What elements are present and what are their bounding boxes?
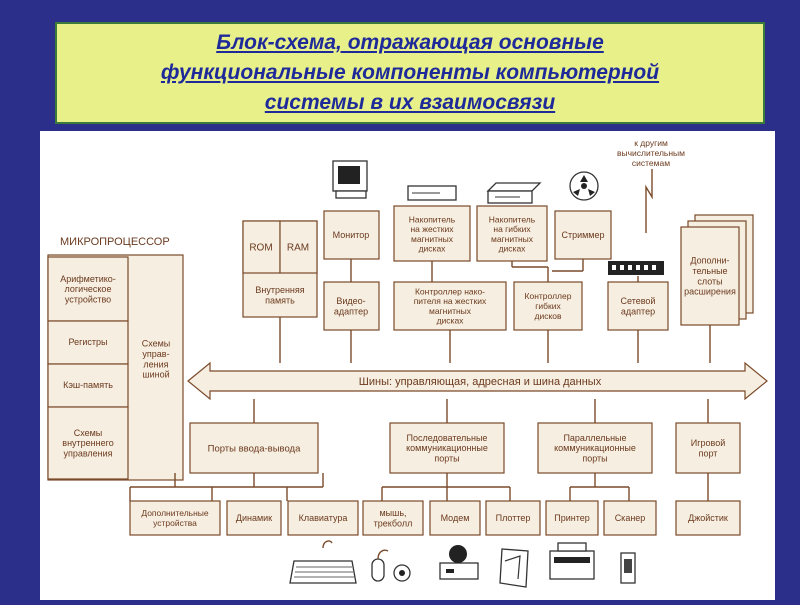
modem-label: Модем — [441, 513, 470, 523]
top-connectors — [279, 259, 711, 363]
rom-label: ROM — [249, 243, 272, 254]
speaker-box — [226, 500, 282, 536]
network-hub-icon — [608, 261, 664, 275]
fdd-icon — [486, 182, 542, 204]
io-ports-box — [189, 422, 319, 474]
bus-label: Шины: управляющая, адресная и шина данны… — [359, 376, 602, 388]
extra-slots-box — [680, 226, 740, 326]
printer-icon — [549, 542, 595, 580]
extra-devices-box — [129, 500, 221, 536]
page-title: Блок-схема, отражающая основные функцион… — [160, 31, 660, 114]
alu-box — [47, 256, 129, 322]
game-port-box — [675, 422, 741, 474]
joystick-label: Джойстик — [688, 513, 728, 523]
cache-box — [47, 363, 129, 408]
ram-label: RAM — [287, 243, 309, 254]
plotter-icon — [499, 548, 529, 588]
modem-box — [429, 500, 481, 536]
bottom-connectors — [129, 399, 709, 501]
monitor-box — [323, 210, 380, 260]
printer-box — [545, 500, 599, 536]
scanner-label: Сканер — [615, 513, 646, 523]
mouse-label: мышь,трекболл — [374, 508, 413, 528]
block-diagram: .bx { fill: #f6eee0; stroke: #7a4a2a; st… — [47, 138, 768, 588]
video-adapter-label: Видео-адаптер — [334, 296, 368, 316]
hdd-icon — [407, 185, 457, 201]
scanner-box — [603, 500, 657, 536]
printer-label: Принтер — [554, 513, 590, 523]
keyboard-icon — [289, 540, 357, 584]
mouse-box — [362, 500, 424, 536]
microprocessor-label: МИКРОПРОЦЕССОР — [60, 236, 170, 248]
diagram-panel: .bx { fill: #f6eee0; stroke: #7a4a2a; st… — [40, 131, 775, 600]
internal-control-box — [47, 406, 129, 480]
monitor-label: Монитор — [333, 230, 370, 240]
antenna-icon — [645, 169, 653, 233]
speaker-label: Динамик — [236, 513, 272, 523]
keyboard-box — [287, 500, 359, 536]
bus-arrow — [187, 361, 768, 401]
ram-box — [279, 220, 318, 274]
cache-label: Кэш-память — [63, 380, 113, 390]
fdd-controller-box — [513, 281, 583, 331]
plotter-label: Плоттер — [496, 513, 531, 523]
parallel-ports-box — [537, 422, 653, 474]
mouse-icon — [371, 549, 411, 582]
registers-label: Регистры — [68, 337, 107, 347]
keyboard-label: Клавиатура — [299, 513, 348, 523]
hdd-controller-box — [393, 281, 507, 331]
joystick-box — [675, 500, 741, 536]
monitor-icon — [332, 160, 368, 199]
network-adapter-box — [607, 281, 669, 331]
io-ports-label: Порты ввода-вывода — [208, 443, 301, 454]
registers-box — [47, 320, 129, 365]
plotter-box — [485, 500, 541, 536]
scanner-icon — [620, 552, 636, 584]
tape-reel-icon — [569, 171, 599, 201]
streamer-label: Стриммер — [561, 230, 604, 240]
serial-ports-box — [389, 422, 505, 474]
title-box: Блок-схема, отражающая основные функцион… — [55, 22, 765, 124]
modem-phone-icon — [439, 545, 479, 580]
